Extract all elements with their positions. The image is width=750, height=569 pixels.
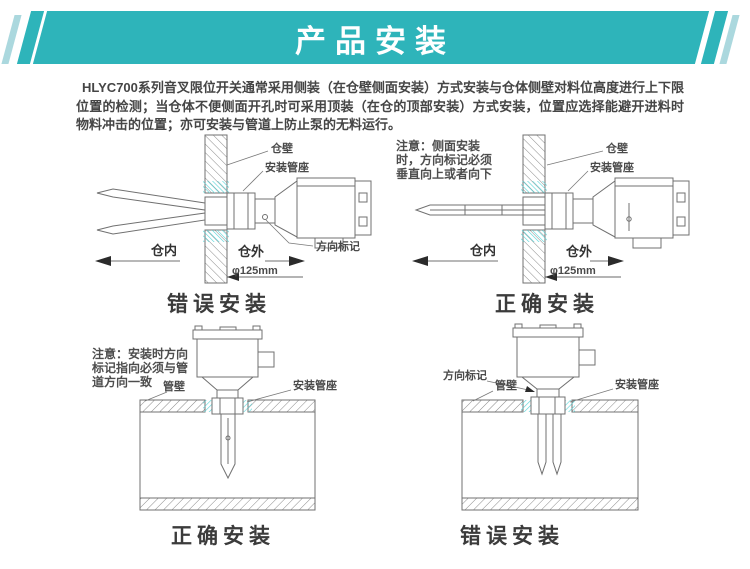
fork-sensor [512,323,596,476]
leader-arrowhead [525,386,535,392]
svg-text:仓外: 仓外 [565,244,592,259]
caption-top-left: 错误安装 [167,292,271,316]
label-direction-mark: 方向标记 [443,368,487,382]
direction-mark-dot [262,214,268,220]
arrow-bin-outside: 仓外 [565,244,624,266]
svg-text:φ125mm: φ125mm [232,265,278,277]
housing-lid [192,329,263,340]
note-line: 注意：安装时方向 [92,347,189,361]
label-mount-seat: 安装管座 [590,160,634,174]
fork-tine-lower [96,212,206,235]
housing-lid [512,327,584,338]
diagram-side-mount-correct: 仓壁 安装管座 仓内 仓外 φ125mm [412,134,690,284]
caption-bottom-left: 正确安装 [171,524,275,548]
intro-paragraph: HLYC700系列音叉限位开关通常采用侧装（在仓壁侧面安装）方式安装与仓体侧壁对… [76,80,684,132]
weld-mark-bottom [521,230,547,242]
page-title: 产品安装 [295,24,455,59]
conduit-port [578,349,596,366]
pipe [139,399,316,511]
pipe [461,399,639,511]
fork-tine-right [552,413,562,476]
arrow-bin-inside: 仓内 [412,243,498,266]
housing-body [516,336,580,378]
note-line: 道方向一致 [92,375,153,389]
dimension-125mm: φ125mm [226,265,303,283]
label-direction-mark: 方向标记 [316,239,360,253]
svg-text:仓内: 仓内 [150,243,177,258]
diagram-pipe-mount-correct: 管壁 安装管座 [139,325,337,511]
mount-seat [530,396,566,415]
weld-mark-left [203,400,213,412]
svg-text:φ125mm: φ125mm [550,265,596,277]
label-mount-seat: 安装管座 [615,377,659,391]
conduit-port [257,351,275,368]
diagram-pipe-mount-wrong: 方向标记 管壁 安装管座 [443,323,659,511]
label-mount-seat: 安装管座 [265,160,309,174]
bin-wall [522,134,546,284]
weld-mark-left [521,400,531,412]
note-line: 时，方向标记必须 [396,153,493,167]
note-side-mount: 注意：侧面安装 时，方向标记必须 垂直向上或者向下 [396,139,492,181]
caption-bottom-right: 错误安装 [460,524,564,548]
diagram-side-mount-wrong: 仓壁 安装管座 方向标记 仓内 仓外 φ125mm [95,134,372,284]
label-bin-wall: 仓壁 [270,141,293,155]
note-line: 注意：侧面安装 [396,139,481,153]
weld-mark-top [203,181,229,193]
label-pipe-wall: 管壁 [495,378,517,392]
dimension-125mm: φ125mm [544,265,621,283]
mount-seat [226,192,256,230]
sensor-housing [614,177,674,239]
fork-sensor [96,177,372,249]
mount-seat [211,397,244,415]
fork-sensor [414,177,690,249]
fork-tine-upper [96,188,206,211]
fork-blade-edge-view [220,413,236,480]
bin-wall [204,134,228,284]
weld-mark-right [242,400,252,412]
weld-mark-top [521,181,547,193]
arrow-bin-inside: 仓内 [95,243,180,266]
note-line: 垂直向上或者向下 [396,167,493,181]
note-line: 标记指向必须与管 [92,361,189,375]
arrow-bin-outside: 仓外 [237,244,305,266]
label-mount-seat: 安装管座 [293,378,337,392]
fork-sensor [192,325,275,480]
weld-mark-bottom [203,230,229,242]
svg-text:仓外: 仓外 [237,244,264,259]
sensor-housing [296,177,356,239]
label-pipe-wall: 管壁 [163,379,185,393]
weld-mark-right [565,400,575,412]
mount-seat [544,192,574,230]
housing-body [196,338,259,378]
caption-top-right: 正确安装 [495,292,599,316]
label-bin-wall: 仓壁 [605,141,628,155]
note-pipe-mount: 注意：安装时方向 标记指向必须与管 道方向一致 [92,347,188,389]
fork-tine-left [537,413,547,476]
svg-text:仓内: 仓内 [469,243,496,258]
